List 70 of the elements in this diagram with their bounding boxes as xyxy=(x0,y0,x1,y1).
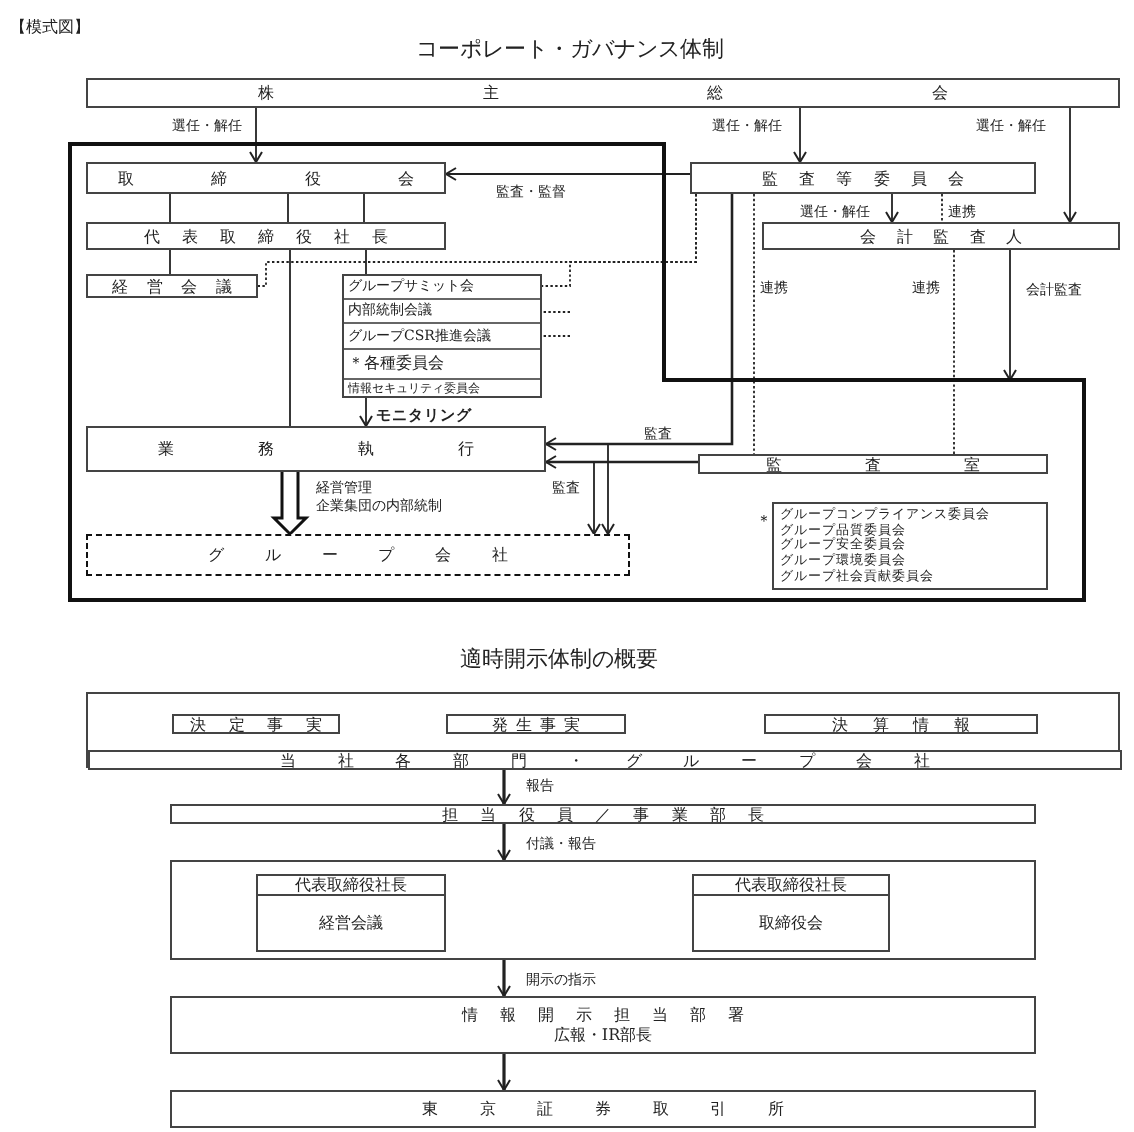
org-box xyxy=(698,454,1048,474)
arrow xyxy=(249,107,263,163)
dotted-connector xyxy=(541,193,697,337)
connector-line xyxy=(365,249,367,275)
org-box xyxy=(86,222,446,250)
arrow xyxy=(445,167,691,181)
org-box xyxy=(446,714,626,734)
connector-line xyxy=(289,249,291,427)
group-box xyxy=(86,692,1120,768)
arrow xyxy=(587,461,699,535)
dashed-box xyxy=(86,534,630,576)
org-box xyxy=(172,714,340,734)
connector-line xyxy=(169,193,171,223)
connector-line xyxy=(287,193,289,223)
node-label: 情報開示担当部署 xyxy=(462,1005,744,1025)
arrow xyxy=(885,193,899,223)
node-label: 決算情報 xyxy=(832,715,970,733)
node-label: 当社各部門・グループ会社 xyxy=(280,751,930,769)
connector-line xyxy=(363,193,365,223)
org-box xyxy=(762,222,1120,250)
org-box xyxy=(86,426,546,472)
section-title: コーポレート・ガバナンス体制 xyxy=(416,34,724,64)
org-box xyxy=(170,804,1036,824)
org-box xyxy=(170,1090,1036,1128)
dotted-connector xyxy=(753,193,755,455)
org-box xyxy=(86,78,1120,108)
node-label: 東京証券取引所 xyxy=(422,1100,784,1118)
section-label: 【模式図】 xyxy=(10,16,90,38)
arrow xyxy=(497,824,511,861)
node-label: 取締役会 xyxy=(118,169,414,187)
meeting-box xyxy=(256,874,446,952)
org-box xyxy=(88,750,1122,770)
node-label: 経営会議 xyxy=(112,277,232,295)
arrow xyxy=(1003,249,1017,381)
dotted-connector xyxy=(941,193,943,223)
committee-name: ＊各種委員会 xyxy=(344,350,540,380)
org-box xyxy=(86,274,258,298)
org-box xyxy=(86,162,446,194)
group-box xyxy=(170,860,1036,960)
node-label: 監査室 xyxy=(766,455,980,473)
arrow xyxy=(359,397,373,427)
note-mark: ＊ xyxy=(756,510,772,532)
arrow xyxy=(793,107,807,163)
node-label: 株主総会 xyxy=(258,84,948,102)
org-box xyxy=(690,162,1036,194)
meeting-box xyxy=(692,874,890,952)
arrow xyxy=(497,960,511,997)
node-label: 担当役員／事業部長 xyxy=(442,805,764,823)
node-label: 広報・IR部長 xyxy=(551,1025,655,1045)
org-box xyxy=(170,996,1036,1054)
node-label: 経営会議 xyxy=(317,912,385,936)
section-title: 適時開示体制の概要 xyxy=(460,644,658,674)
org-box xyxy=(764,714,1038,734)
arrow xyxy=(497,768,511,805)
node-label: 代表取締役社長 xyxy=(144,227,388,245)
node-label: 業務執行 xyxy=(158,440,474,458)
box-heading: 代表取締役社長 xyxy=(694,876,888,896)
node-label: 決定事実 xyxy=(190,715,322,733)
box-heading: 代表取締役社長 xyxy=(258,876,444,896)
connector-line xyxy=(169,249,171,275)
node-label: 取締役会 xyxy=(757,912,825,936)
arrow xyxy=(497,1054,511,1091)
block-arrow xyxy=(270,470,310,537)
node-label: 監査等委員会 xyxy=(762,169,964,187)
arrow xyxy=(1063,107,1077,223)
node-label: グループ会社 xyxy=(208,546,508,564)
committee-list-box xyxy=(342,274,542,398)
dotted-connector xyxy=(953,249,955,455)
node-label: 発生事実 xyxy=(492,715,580,733)
node-label: 会計監査人 xyxy=(860,227,1022,245)
